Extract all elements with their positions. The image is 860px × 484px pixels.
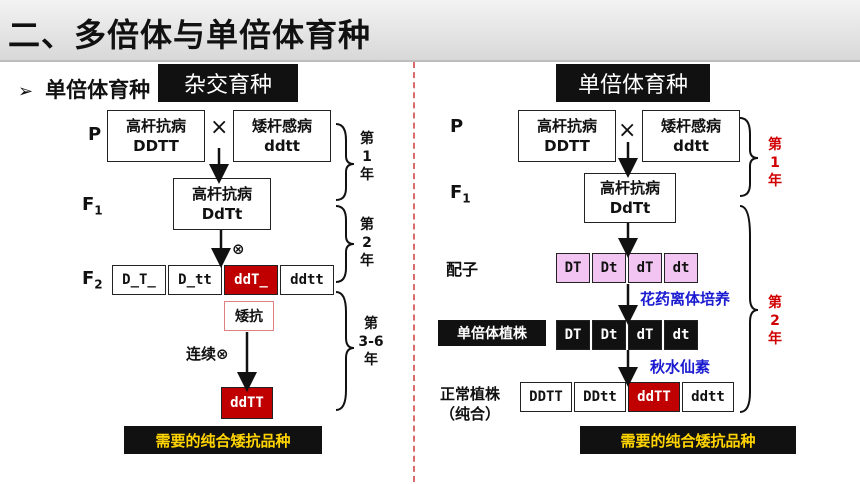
right-parent1-box: 高杆抗病 DDTT [518, 110, 616, 162]
right-colchicine: 秋水仙素 [650, 358, 711, 376]
right-result-bar: 需要的纯合矮抗品种 [580, 426, 796, 454]
left-selected-box: 矮抗 [224, 301, 274, 331]
right-normal-label-line2: （纯合） [440, 405, 501, 423]
left-f2-box-2: D_tt [168, 265, 222, 295]
right-normal-label: 正常植株 （纯合） [440, 384, 500, 424]
left-f1-name: 高杆抗病 [191, 185, 252, 203]
left-brace-year1 [335, 123, 355, 201]
right-gamete-label: 配子 [446, 260, 479, 279]
left-method-label: 杂交育种 [158, 64, 298, 102]
right-haploid-3: dT [628, 320, 662, 350]
left-brace-year2 [335, 205, 355, 283]
title-bar [0, 0, 860, 62]
right-gamete-1: DT [556, 253, 590, 283]
right-parent2-box: 矮杆感病 ddtt [642, 110, 740, 162]
right-brace-year1 [739, 117, 759, 197]
right-haploid-2: Dt [592, 320, 626, 350]
right-gamete-4: dt [664, 253, 698, 283]
right-f1-genotype: DdTt [609, 199, 651, 217]
left-brace-year3 [335, 291, 355, 411]
right-haploid-label: 单倍体植株 [438, 320, 546, 346]
right-normal-label-line1: 正常植株 [440, 385, 501, 403]
left-parent1-box: 高杆抗病 DDTT [107, 110, 205, 162]
right-parent1-name: 高杆抗病 [536, 117, 597, 135]
right-gen-f1: F1 [450, 182, 471, 206]
right-gamete-2: Dt [592, 253, 626, 283]
left-f2-box-1: D_T_ [112, 265, 166, 295]
left-gen-p: P [88, 124, 102, 145]
right-anther-culture: 花药离体培养 [640, 290, 731, 308]
slide-title: 二、多倍体与单倍体育种 [8, 16, 372, 54]
right-brace-year2 [739, 205, 759, 413]
center-divider [413, 62, 415, 482]
left-parent2-box: 矮杆感病 ddtt [233, 110, 331, 162]
left-f2-box-4: ddtt [280, 265, 334, 295]
left-parent2-name: 矮杆感病 [251, 117, 312, 135]
left-gen-f1: F1 [82, 194, 103, 218]
left-parent1-genotype: DDTT [133, 137, 179, 155]
right-method-label: 单倍体育种 [556, 64, 710, 102]
right-parent2-name: 矮杆感病 [660, 117, 721, 135]
right-gen-p: P [450, 116, 464, 137]
right-gamete-3: dT [628, 253, 662, 283]
right-normal-4: ddtt [682, 382, 734, 412]
right-normal-2: DDtt [574, 382, 626, 412]
right-normal-1: DDTT [520, 382, 572, 412]
left-parent2-genotype: ddtt [264, 137, 300, 155]
left-result-bar: 需要的纯合矮抗品种 [124, 426, 322, 454]
left-continuous-self: 连续⊗ [186, 345, 229, 363]
right-parent2-genotype: ddtt [673, 137, 709, 155]
left-f1-genotype: DdTt [201, 205, 243, 223]
left-parent1-name: 高杆抗病 [125, 117, 186, 135]
left-f1-box: 高杆抗病 DdTt [173, 178, 271, 230]
right-haploid-1: DT [556, 320, 590, 350]
subtitle: ➢ 单倍体育种 [18, 74, 150, 104]
left-self-symbol: ⊗ [232, 240, 245, 258]
bullet-arrow-icon: ➢ [18, 81, 34, 102]
right-normal-3: ddTT [628, 382, 680, 412]
right-cross-symbol: × [618, 118, 637, 143]
left-cross-symbol: × [210, 115, 229, 140]
subtitle-text: 单倍体育种 [45, 78, 151, 102]
left-f2-box-3: ddT_ [224, 265, 278, 295]
right-parent1-genotype: DDTT [544, 137, 590, 155]
right-f1-name: 高杆抗病 [599, 179, 660, 197]
left-gen-f2: F2 [82, 268, 103, 292]
right-haploid-4: dt [664, 320, 698, 350]
